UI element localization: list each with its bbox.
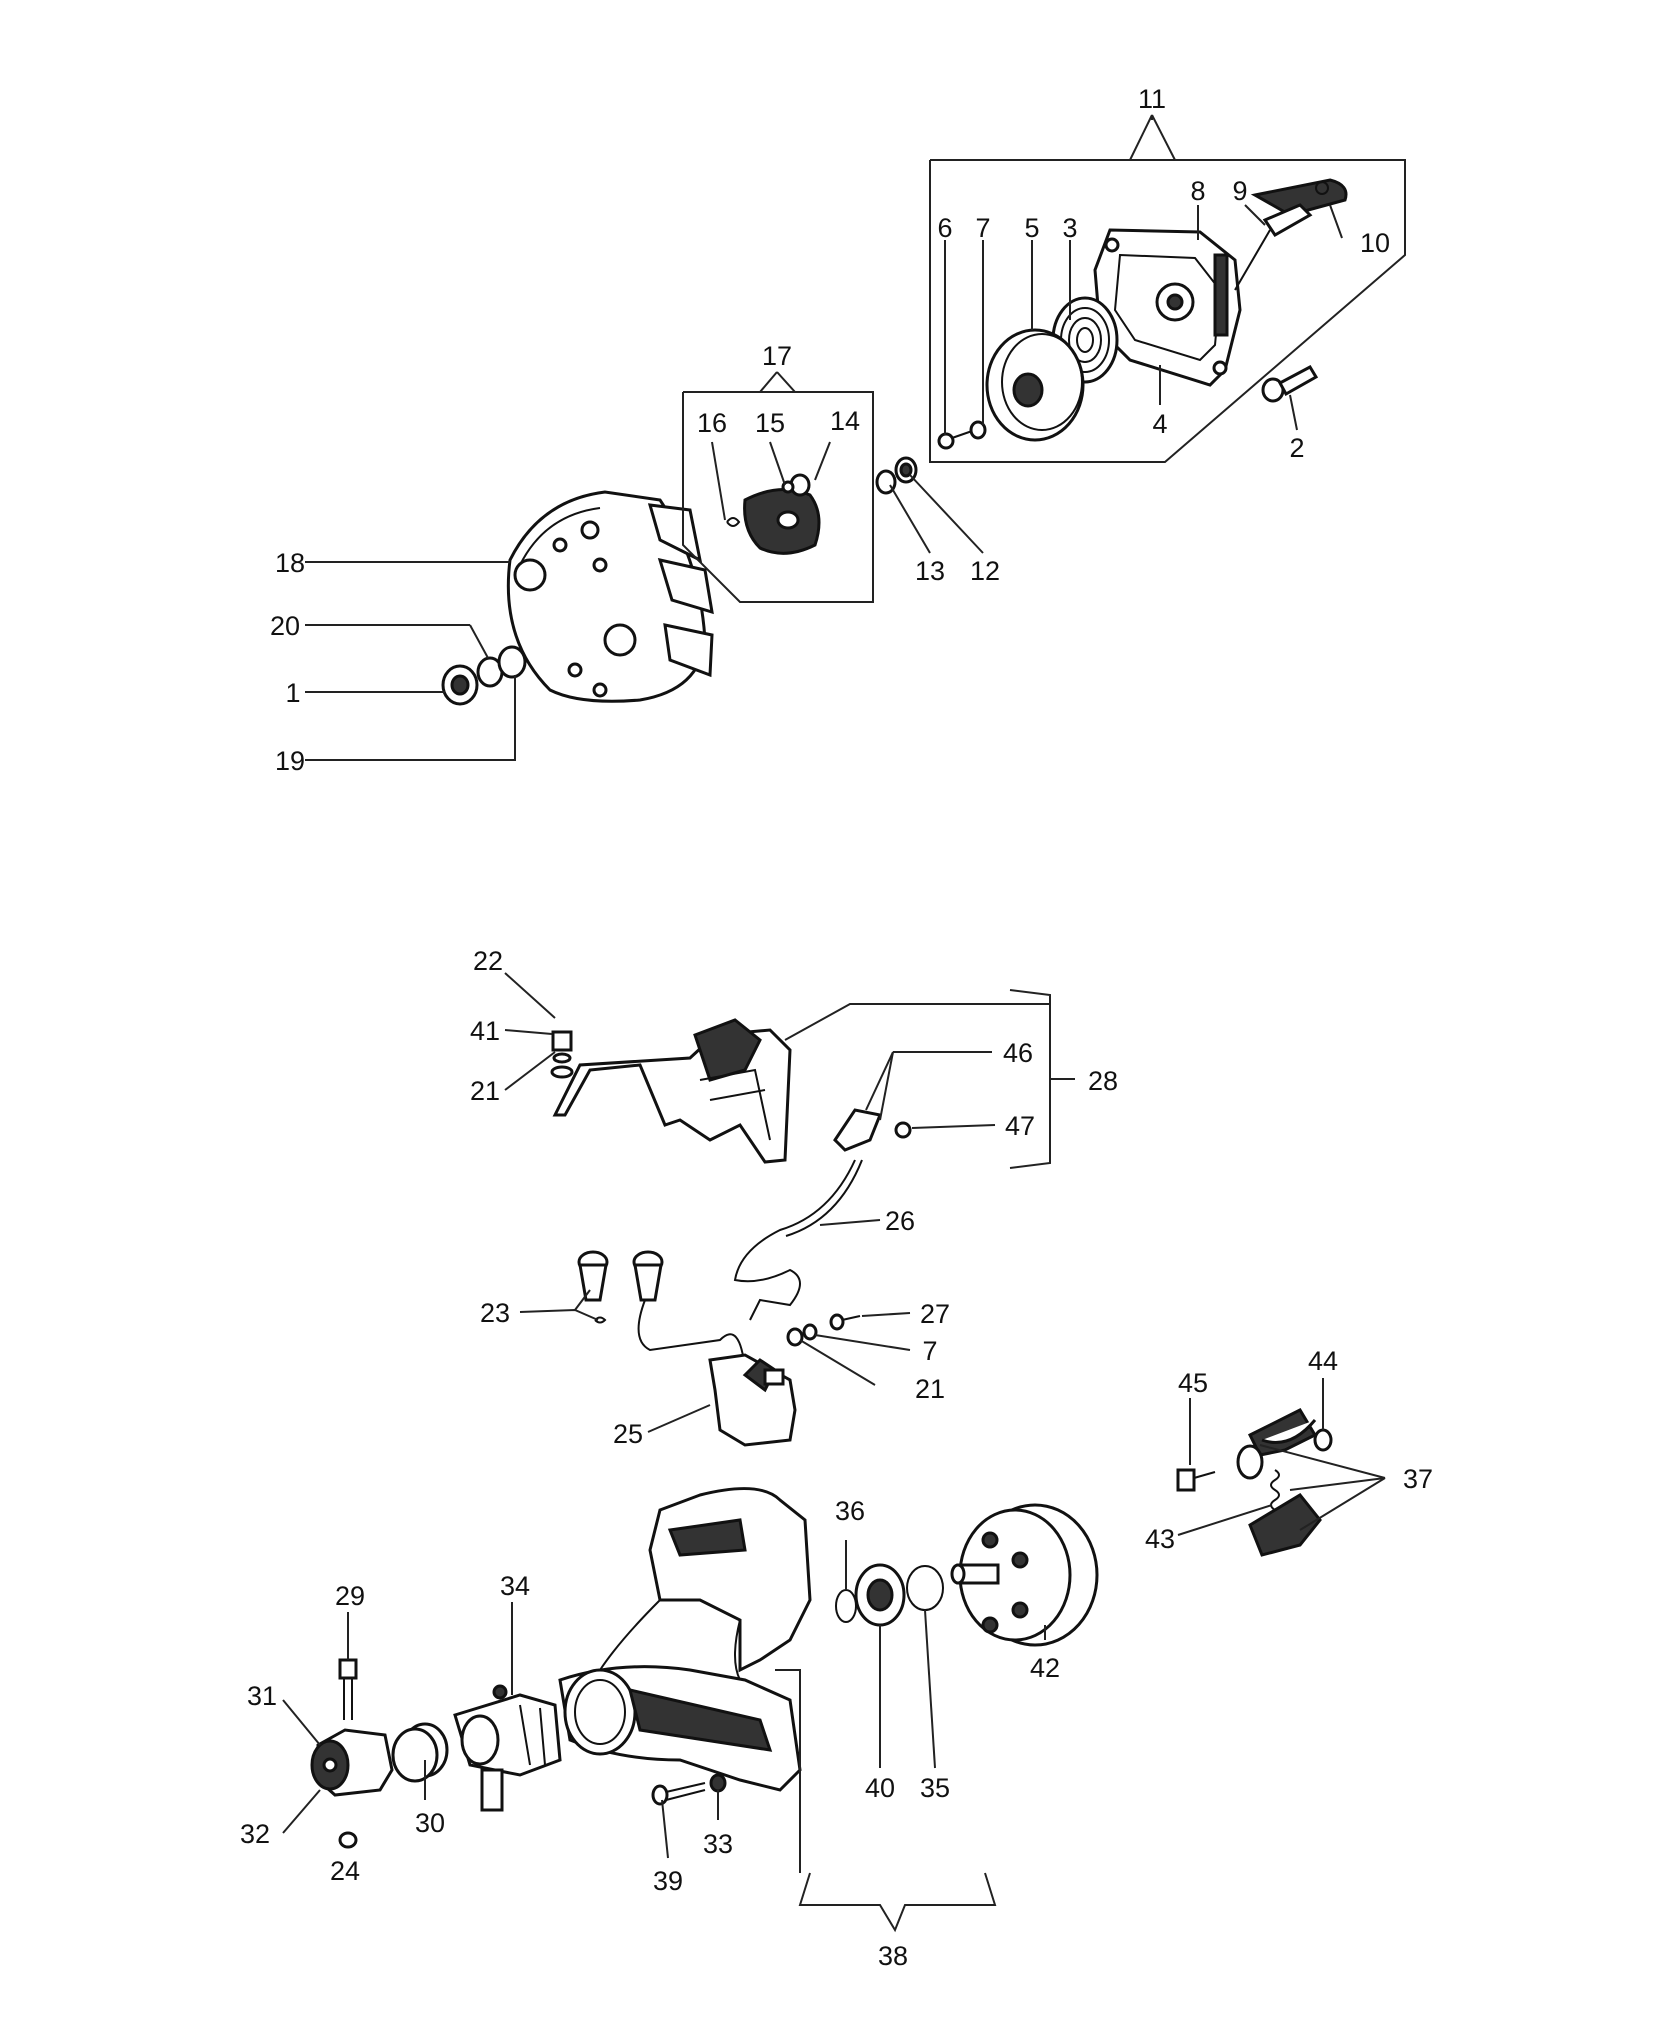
- callout-40: 40: [865, 1773, 895, 1803]
- clutch-shoes: [1236, 1408, 1322, 1557]
- callout-35: 35: [920, 1773, 950, 1803]
- callout-29: 29: [335, 1581, 365, 1611]
- callout-9: 9: [1232, 176, 1247, 206]
- callout-12: 12: [970, 556, 1000, 586]
- callout-8: 8: [1190, 176, 1205, 206]
- starter-pawl: [743, 488, 821, 555]
- ring-36: [835, 1589, 857, 1623]
- spark-plug-cap-23: [577, 1250, 664, 1324]
- callout-19: 19: [275, 746, 305, 776]
- bracket-34: [453, 1684, 562, 1812]
- callout-14: 14: [830, 406, 860, 436]
- callout-43: 43: [1145, 1524, 1175, 1554]
- starter-assembly-bracket: [929, 114, 1406, 463]
- bolt-29: [338, 1658, 358, 1720]
- callout-labels: 11 8 9 10 6 7 5 3 4 2 17 16 15 14 13 12 …: [240, 84, 1433, 1971]
- callout-18: 18: [275, 548, 305, 578]
- callout-21-mid: 21: [915, 1374, 945, 1404]
- callout-2: 2: [1289, 433, 1304, 463]
- screw-22: [551, 1030, 573, 1052]
- callout-33: 33: [703, 1829, 733, 1859]
- washer-21-top: [550, 1065, 574, 1079]
- callout-3: 3: [1062, 213, 1077, 243]
- callout-24: 24: [330, 1856, 360, 1886]
- callout-4: 4: [1152, 409, 1167, 439]
- clutch-housing: [558, 1487, 812, 1792]
- callout-38: 38: [878, 1941, 908, 1971]
- callout-31: 31: [247, 1681, 277, 1711]
- kit-bracket-38: [798, 1872, 997, 1933]
- nut-33: [709, 1773, 727, 1793]
- callout-30: 30: [415, 1808, 445, 1838]
- washer-44: [1313, 1428, 1333, 1452]
- top-leader-lines: [305, 115, 1343, 761]
- clutch-drum-42: [950, 1503, 1099, 1647]
- callout-27: 27: [920, 1299, 950, 1329]
- callout-6: 6: [937, 213, 952, 243]
- callout-25: 25: [613, 1419, 643, 1449]
- washer-19: [497, 645, 527, 679]
- starter-handle: [1234, 178, 1348, 291]
- washer-7: [969, 420, 987, 440]
- terminal-46: [833, 1108, 883, 1152]
- middle-leader-lines: [504, 972, 1050, 1433]
- bearing-40: [854, 1563, 906, 1627]
- callout-20: 20: [270, 611, 300, 641]
- starter-housing: [1093, 228, 1242, 387]
- starter-pulley: [985, 328, 1085, 442]
- callout-44: 44: [1308, 1346, 1338, 1376]
- bolt-2: [1261, 365, 1319, 403]
- callout-26: 26: [885, 1206, 915, 1236]
- callout-36: 36: [835, 1496, 865, 1526]
- bottom-leader-lines: [282, 1540, 1046, 1873]
- snap-ring-35: [906, 1565, 944, 1611]
- callout-1: 1: [285, 678, 300, 708]
- nut-1: [441, 664, 479, 706]
- adapter-31: [310, 1728, 394, 1797]
- callout-17: 17: [762, 341, 792, 371]
- callout-22: 22: [473, 946, 503, 976]
- callout-7-mid: 7: [922, 1336, 937, 1366]
- ignition-bracket-28: [1009, 989, 1075, 1169]
- clip-16: [726, 517, 741, 527]
- sleeve-30: [391, 1722, 449, 1783]
- callout-21-top: 21: [470, 1076, 500, 1106]
- callout-47: 47: [1005, 1111, 1035, 1141]
- callout-13: 13: [915, 556, 945, 586]
- callout-16: 16: [697, 408, 727, 438]
- bolt-39: [651, 1782, 706, 1806]
- engine-shroud: [552, 1018, 792, 1164]
- callout-10: 10: [1360, 228, 1390, 258]
- callout-41: 41: [470, 1016, 500, 1046]
- pawl-assembly-bracket: [682, 371, 874, 603]
- bushing-12: [894, 456, 918, 484]
- callout-11: 11: [1138, 84, 1166, 114]
- callout-42: 42: [1030, 1653, 1060, 1683]
- callout-45: 45: [1178, 1368, 1208, 1398]
- washer-21-mid: [786, 1327, 804, 1347]
- clutch-leader-lines: [1177, 1378, 1386, 1536]
- ignition-coil-25: [637, 1299, 797, 1447]
- callout-39: 39: [653, 1866, 683, 1896]
- callout-7-top: 7: [975, 213, 990, 243]
- screw-47: [894, 1121, 912, 1139]
- washer-7-mid: [802, 1323, 818, 1341]
- screw-27: [829, 1313, 861, 1331]
- callout-34: 34: [500, 1571, 530, 1601]
- callout-32: 32: [240, 1819, 270, 1849]
- callout-23: 23: [480, 1298, 510, 1328]
- callout-15: 15: [755, 408, 785, 438]
- callout-28: 28: [1088, 1066, 1118, 1096]
- flywheel: [506, 490, 714, 703]
- callout-37: 37: [1403, 1464, 1433, 1494]
- callout-46: 46: [1003, 1038, 1033, 1068]
- washer-41: [552, 1052, 572, 1064]
- nut-24: [338, 1831, 358, 1849]
- ignition-wire-26: [733, 1159, 863, 1321]
- callout-5: 5: [1024, 213, 1039, 243]
- bolt-45: [1176, 1468, 1216, 1492]
